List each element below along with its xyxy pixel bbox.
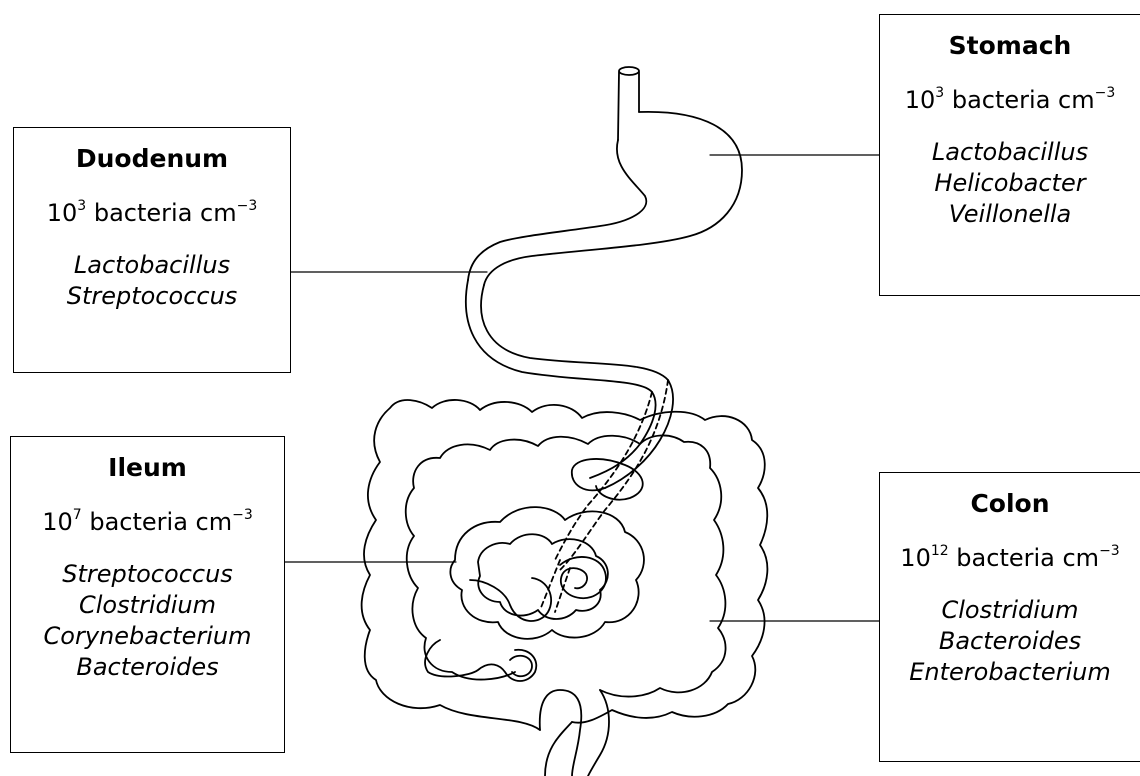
stomach-outline bbox=[484, 112, 742, 285]
stomach-label-box: Stomach 103 bacteria cm−3 Lactobacillus … bbox=[879, 14, 1140, 296]
genus-name: Lactobacillus bbox=[880, 137, 1140, 168]
rectum bbox=[545, 722, 572, 776]
genera-list: Lactobacillus Helicobacter Veillonella bbox=[880, 137, 1140, 230]
esophagus bbox=[618, 67, 639, 140]
region-title: Duodenum bbox=[14, 144, 290, 174]
genus-name: Corynebacterium bbox=[11, 621, 284, 652]
bacteria-count: 103 bacteria cm−3 bbox=[14, 198, 290, 228]
genera-list: Streptococcus Clostridium Corynebacteriu… bbox=[11, 559, 284, 683]
genus-name: Bacteroides bbox=[880, 626, 1140, 657]
duodenum-hidden-path bbox=[560, 380, 668, 570]
colon-inner bbox=[406, 435, 726, 696]
duodenum-label-box: Duodenum 103 bacteria cm−3 Lactobacillus… bbox=[13, 127, 291, 373]
genus-name: Bacteroides bbox=[11, 652, 284, 683]
duodenum-hidden-path-2 bbox=[555, 392, 652, 560]
genus-name: Streptococcus bbox=[14, 281, 290, 312]
region-title: Ileum bbox=[11, 453, 284, 483]
genus-name: Helicobacter bbox=[880, 168, 1140, 199]
region-title: Colon bbox=[880, 489, 1140, 519]
bacteria-count: 103 bacteria cm−3 bbox=[880, 85, 1140, 115]
bacteria-count: 1012 bacteria cm−3 bbox=[880, 543, 1140, 573]
genus-name: Clostridium bbox=[11, 590, 284, 621]
small-intestine-coils bbox=[425, 507, 644, 681]
bacteria-count: 107 bacteria cm−3 bbox=[11, 507, 284, 537]
colon-label-box: Colon 1012 bacteria cm−3 Clostridium Bac… bbox=[879, 472, 1140, 762]
jejunum-curl bbox=[572, 459, 643, 500]
genera-list: Clostridium Bacteroides Enterobacterium bbox=[880, 595, 1140, 688]
stomach-inner-outline bbox=[468, 140, 646, 280]
genera-list: Lactobacillus Streptococcus bbox=[14, 250, 290, 312]
ileum-label-box: Ileum 107 bacteria cm−3 Streptococcus Cl… bbox=[10, 436, 285, 753]
genus-name: Lactobacillus bbox=[14, 250, 290, 281]
genus-name: Clostridium bbox=[880, 595, 1140, 626]
genus-name: Enterobacterium bbox=[880, 657, 1140, 688]
region-title: Stomach bbox=[880, 31, 1140, 61]
duodenum-inner-outline bbox=[466, 280, 656, 478]
genus-name: Veillonella bbox=[880, 199, 1140, 230]
rectum-3 bbox=[588, 690, 609, 776]
genus-name: Streptococcus bbox=[11, 559, 284, 590]
